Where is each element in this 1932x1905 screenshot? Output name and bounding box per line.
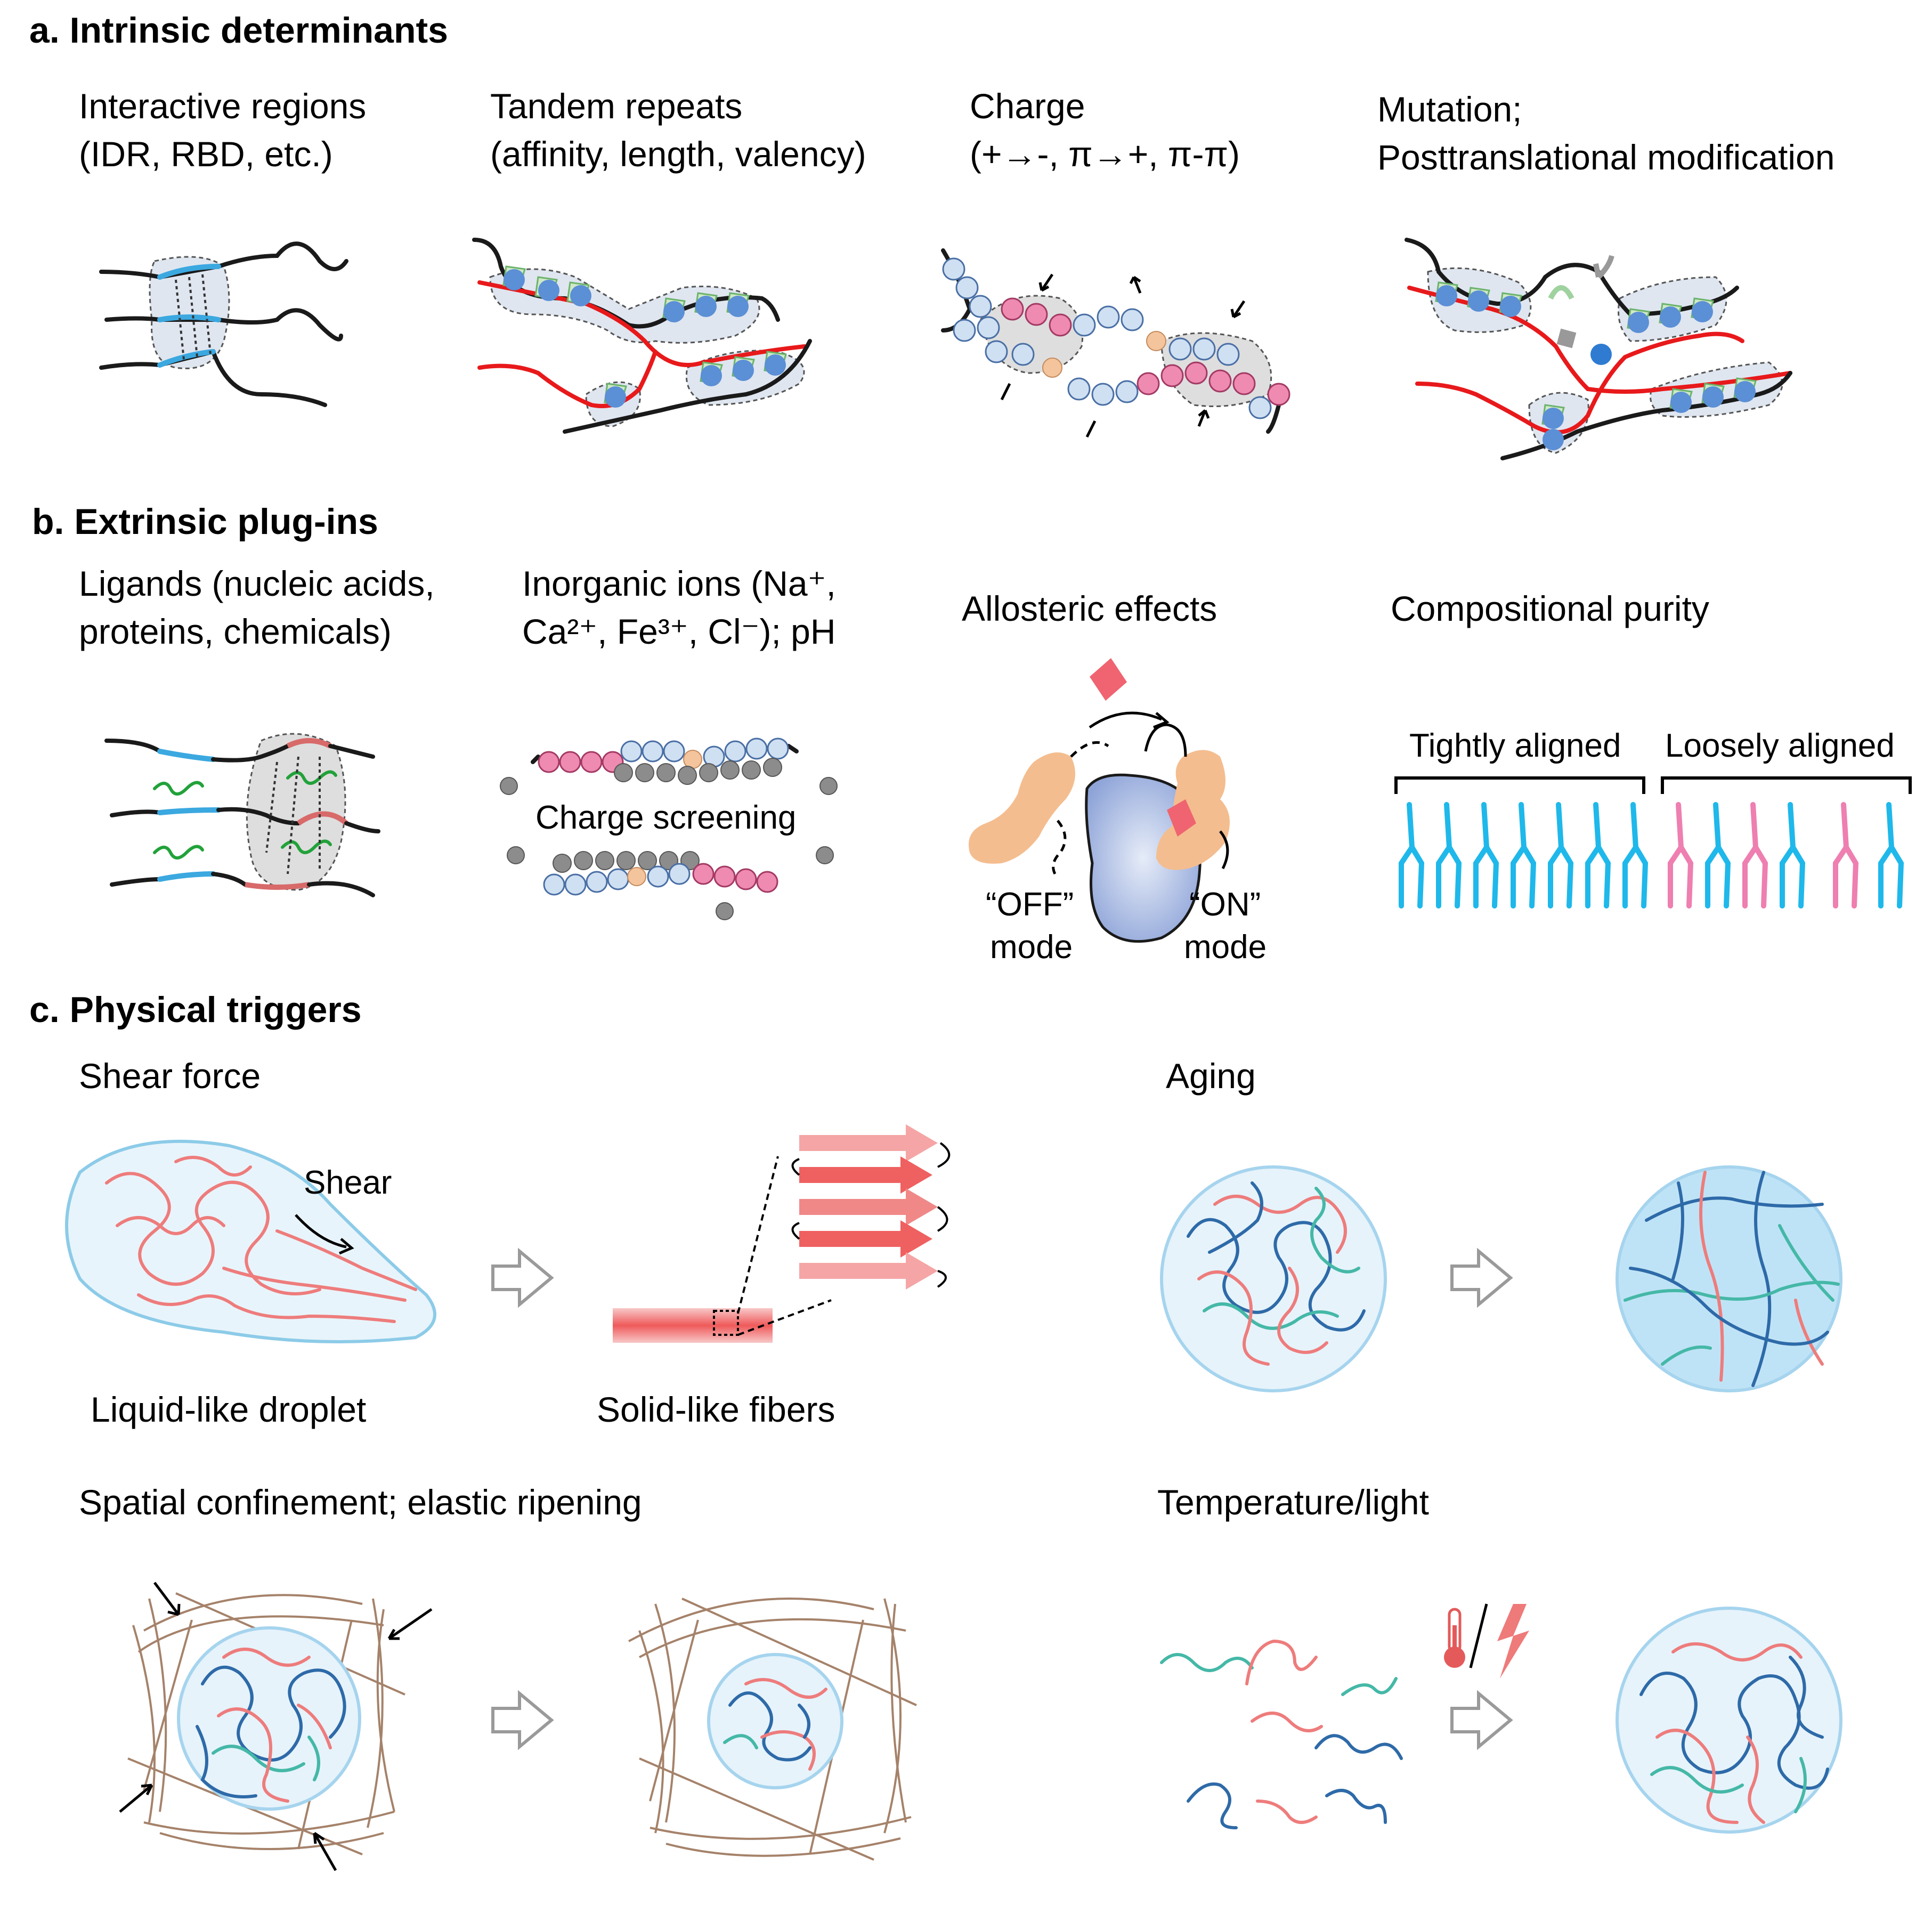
- solid-fibers-label: Solid-like fibers: [597, 1390, 835, 1429]
- allosteric-diagram: “OFF” mode “ON” mode: [969, 658, 1267, 966]
- ligands-diagram: [104, 733, 380, 897]
- arrow-right-hollow-icon: [1452, 1693, 1511, 1747]
- a2-title-line2: (affinity, length, valency): [490, 134, 866, 174]
- inorganic-ions-diagram: Charge screening: [500, 737, 838, 920]
- charge-screening-label: Charge screening: [535, 799, 796, 836]
- solid-fibers: [613, 1124, 951, 1343]
- thermometer-icon: [1444, 1608, 1465, 1668]
- a1-title-line2: (IDR, RBD, etc.): [79, 134, 333, 174]
- tandem-repeats-diagram: [472, 238, 812, 434]
- spatial-confinement-title: Spatial confinement; elastic ripening: [79, 1482, 642, 1522]
- on-mode-label-line2: mode: [1184, 929, 1267, 966]
- a1-title-line1: Interactive regions: [79, 86, 366, 126]
- a2-title-line1: Tandem repeats: [490, 86, 742, 126]
- confinement-before: [119, 1582, 433, 1871]
- slash-separator: [1469, 1603, 1488, 1668]
- b1-title-line1: Ligands (nucleic acids,: [79, 564, 435, 603]
- charge-diagram: [941, 248, 1290, 438]
- arrow-right-hollow-icon: [493, 1251, 551, 1304]
- section-c-title: c. Physical triggers: [29, 990, 362, 1030]
- aging-before: [1160, 1165, 1387, 1392]
- lightning-icon: [1497, 1604, 1529, 1679]
- a4-title-line2: Posttranslational modification: [1377, 137, 1834, 177]
- loosely-aligned-label: Loosely aligned: [1665, 727, 1895, 764]
- arrow-right-hollow-icon: [493, 1693, 551, 1747]
- on-mode-label-line1: “ON”: [1189, 886, 1261, 923]
- temperature-light-title: Temperature/light: [1157, 1482, 1429, 1522]
- arrow-right-hollow-icon: [1452, 1251, 1511, 1304]
- section-b-title: b. Extrinsic plug-ins: [32, 501, 378, 542]
- shear-force-title: Shear force: [79, 1056, 261, 1096]
- b4-title: Compositional purity: [1391, 589, 1709, 628]
- a3-title-line2: (+→-, π→+, π-π): [970, 134, 1240, 174]
- interactive-regions-diagram: [99, 241, 348, 407]
- aging-after: [1616, 1165, 1842, 1392]
- off-mode-label-line2: mode: [990, 929, 1073, 966]
- compositional-purity-diagram: Tightly aligned Loosely aligned: [1394, 727, 1912, 909]
- aging-title: Aging: [1166, 1056, 1256, 1096]
- section-a-title: a. Intrinsic determinants: [29, 10, 448, 51]
- temperature-light-after: [1616, 1607, 1842, 1834]
- tightly-aligned-label: Tightly aligned: [1409, 727, 1621, 764]
- liquid-droplet-label: Liquid-like droplet: [91, 1390, 366, 1429]
- b2-title-line1: Inorganic ions (Na⁺,: [522, 564, 836, 603]
- confinement-after: [628, 1598, 917, 1861]
- liquid-droplet: Shear: [65, 1139, 436, 1343]
- b1-title-line2: proteins, chemicals): [79, 612, 392, 651]
- mutation-ptm-diagram: [1405, 238, 1792, 460]
- a3-title-line1: Charge: [970, 86, 1085, 126]
- b3-title: Allosteric effects: [962, 589, 1217, 628]
- temperature-light-before: [1160, 1639, 1403, 1829]
- a4-title-line1: Mutation;: [1377, 90, 1522, 129]
- shear-label: Shear: [304, 1164, 392, 1201]
- off-mode-label-line1: “OFF”: [986, 886, 1074, 923]
- b2-title-line2: Ca²⁺, Fe³⁺, Cl⁻); pH: [522, 612, 836, 651]
